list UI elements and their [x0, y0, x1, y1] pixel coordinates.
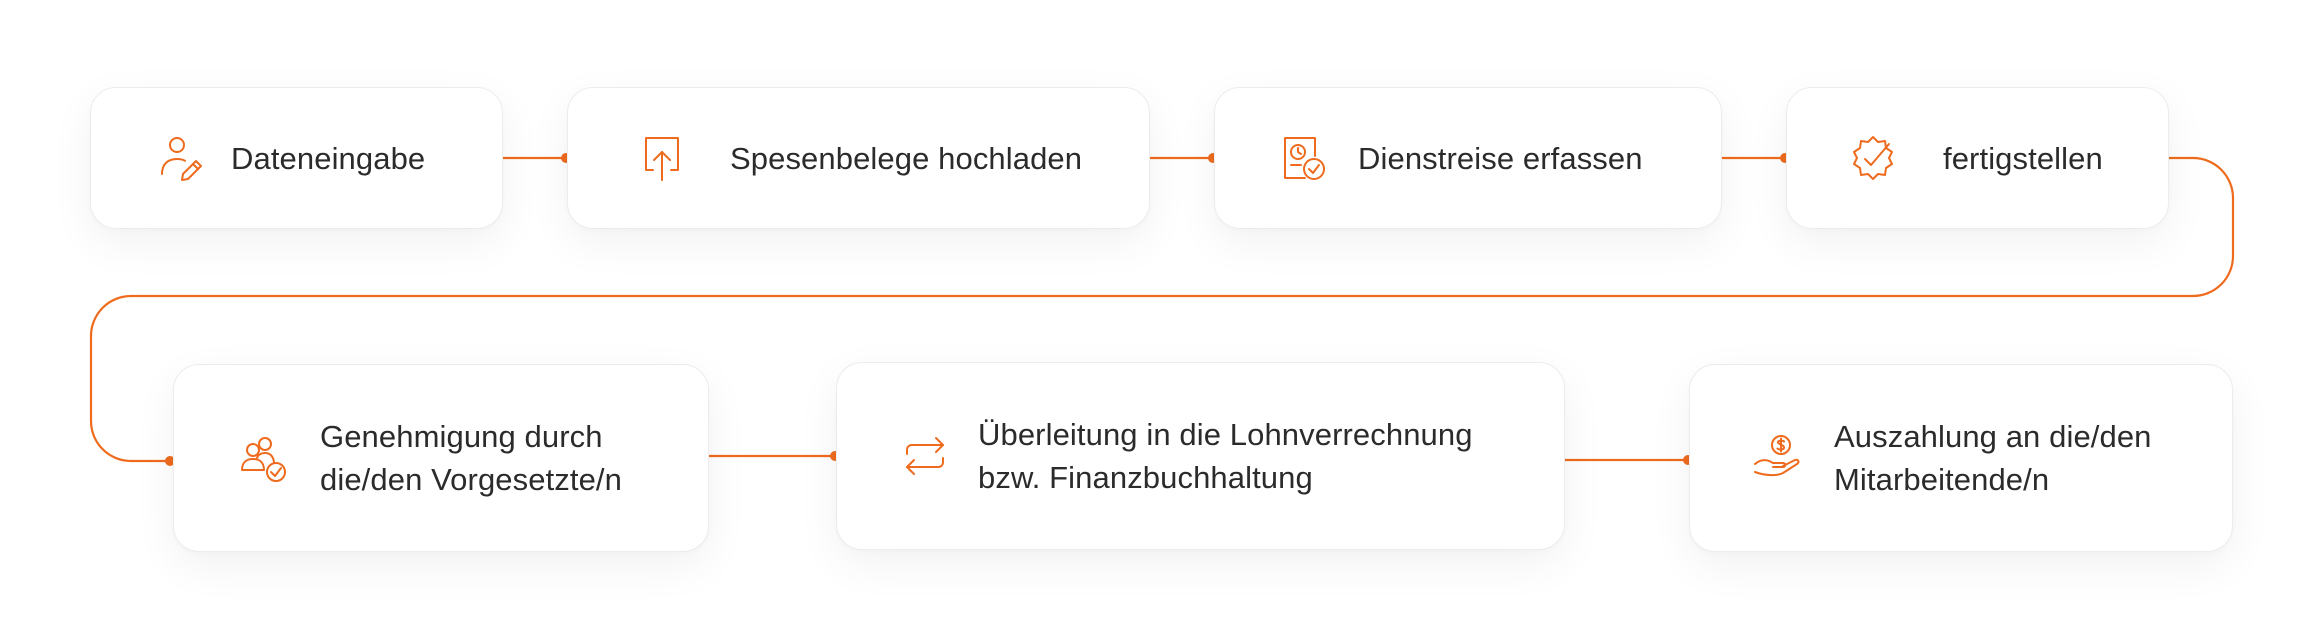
- step-label: Dienstreise erfassen: [1358, 140, 1643, 176]
- hand-coin-icon: [1752, 432, 1804, 484]
- step-label: Dateneingabe: [231, 140, 426, 176]
- step-card-finalize: fertigstellen: [1786, 87, 2169, 229]
- step-label: Genehmigung durch die/den Vorgesetzte/n: [320, 419, 622, 497]
- upload-icon: [636, 132, 688, 184]
- badge-check-icon: [1847, 132, 1899, 184]
- transfer-arrows-icon: [899, 430, 951, 482]
- user-edit-icon: [155, 132, 207, 184]
- step-card-upload-receipts: Spesenbelege hochladen: [567, 87, 1150, 229]
- step-card-approval: Genehmigung durch die/den Vorgesetzte/n: [173, 364, 709, 552]
- step-card-record-trip: Dienstreise erfassen: [1214, 87, 1722, 229]
- step-card-payout: Auszahlung an die/den Mitarbeitende/n: [1689, 364, 2233, 552]
- document-clock-check-icon: [1277, 132, 1329, 184]
- step-card-transfer-payroll: Überleitung in die Lohnverrechnung bzw. …: [836, 362, 1565, 550]
- step-label: Spesenbelege hochladen: [730, 140, 1083, 176]
- step-label: Überleitung in die Lohnverrechnung bzw. …: [978, 417, 1473, 495]
- step-label: Auszahlung an die/den Mitarbeitende/n: [1834, 419, 2152, 497]
- step-card-data-entry: Dateneingabe: [90, 87, 503, 229]
- users-check-icon: [238, 432, 290, 484]
- step-label: fertigstellen: [1943, 140, 2103, 176]
